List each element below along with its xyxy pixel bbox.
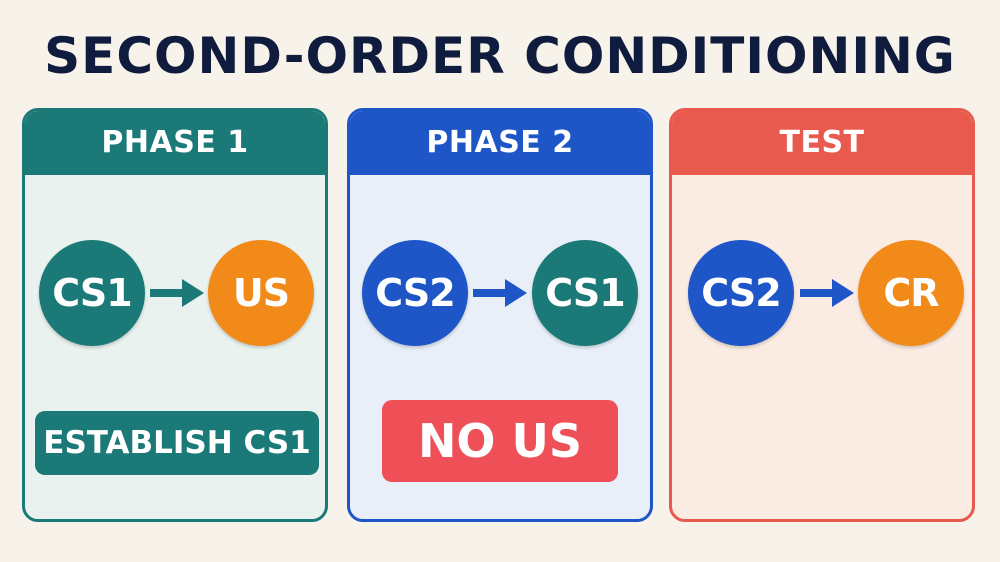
- phase-1-header: PHASE 1: [25, 111, 325, 175]
- cs1-node: CS1: [532, 240, 638, 346]
- cs2-node: CS2: [362, 240, 468, 346]
- phase-1-panel: PHASE 1 CS1 US ESTABLISH CS1: [22, 108, 328, 522]
- establish-cs1-label: ESTABLISH CS1: [35, 411, 319, 475]
- cr-node: CR: [858, 240, 964, 346]
- test-header: TEST: [672, 111, 972, 175]
- diagram-title: SECOND-ORDER CONDITIONING: [44, 27, 956, 85]
- arrow-right-icon: [473, 279, 527, 307]
- cs1-node: CS1: [39, 240, 145, 346]
- cs2-node: CS2: [688, 240, 794, 346]
- arrow-right-icon: [800, 279, 854, 307]
- phase-2-header: PHASE 2: [350, 111, 650, 175]
- test-panel: TEST CS2 CR: [669, 108, 975, 522]
- us-node: US: [208, 240, 314, 346]
- phase-2-panel: PHASE 2 CS2 CS1 NO US: [347, 108, 653, 522]
- arrow-right-icon: [150, 279, 204, 307]
- no-us-label: NO US: [382, 400, 618, 482]
